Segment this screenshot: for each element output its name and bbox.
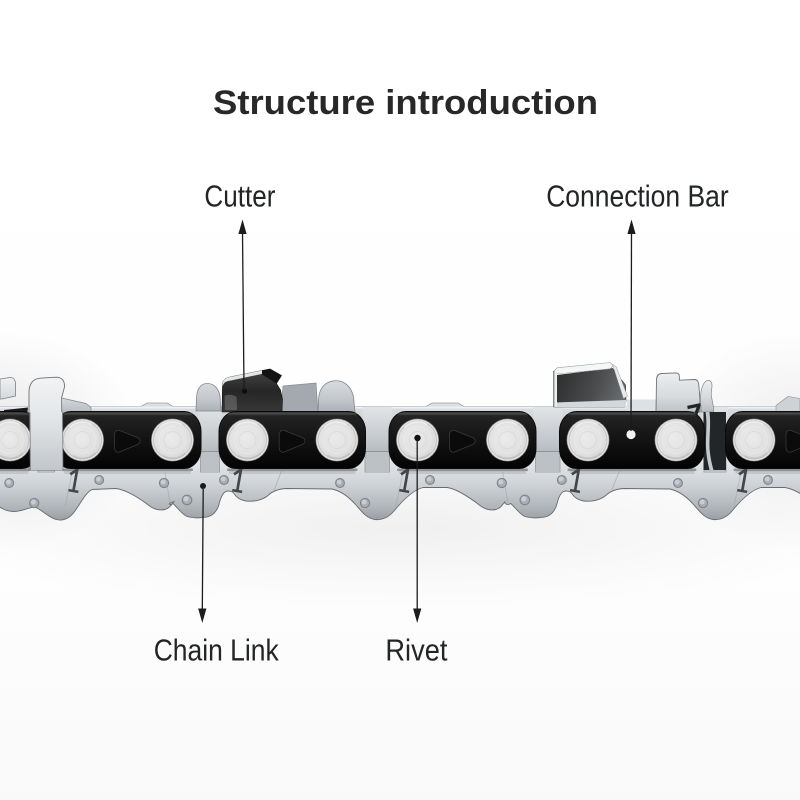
svg-text:Structure introduction: Structure introduction bbox=[213, 84, 598, 122]
svg-text:Cutter: Cutter bbox=[204, 179, 275, 214]
svg-text:Connection Bar: Connection Bar bbox=[546, 179, 729, 214]
svg-text:Chain Link: Chain Link bbox=[154, 633, 279, 668]
svg-text:Rivet: Rivet bbox=[385, 633, 447, 668]
